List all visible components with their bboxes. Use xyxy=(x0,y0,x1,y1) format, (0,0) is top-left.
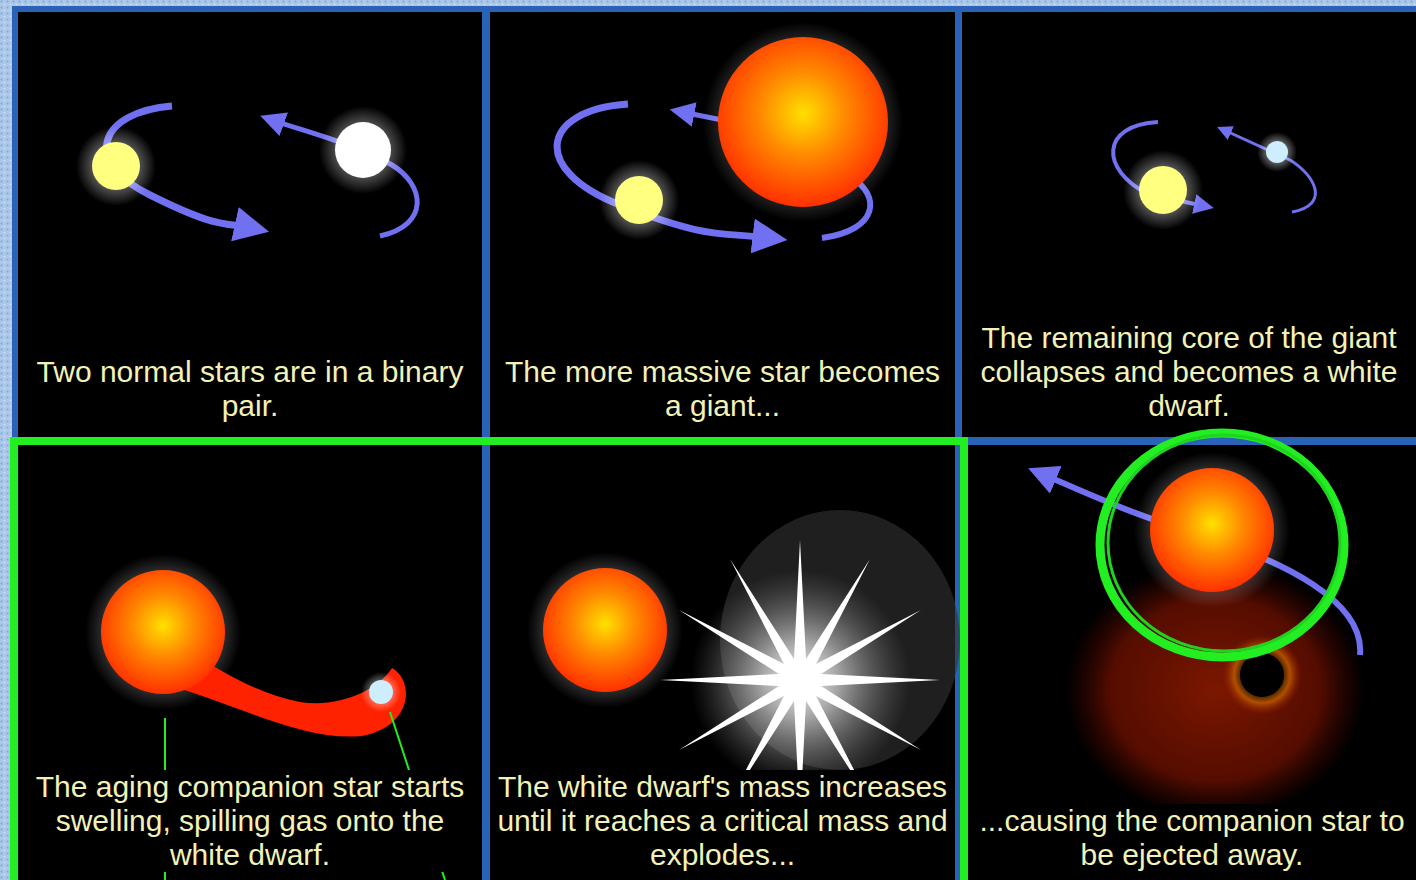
comic-panel: The white dwarf's mass increases until i… xyxy=(490,445,955,880)
comic-panel: ...causing the companion star to be ejec… xyxy=(968,445,1416,880)
panel-caption: The more massive star becomes a giant... xyxy=(495,355,950,423)
comic-panel: Two normal stars are in a binary pair. xyxy=(18,12,482,437)
panel-caption: The white dwarf's mass increases until i… xyxy=(495,770,950,872)
panel-caption: The remaining core of the giant collapse… xyxy=(967,321,1411,423)
comic-panel: The aging companion star starts swelling… xyxy=(18,445,482,880)
comic-panel: The remaining core of the giant collapse… xyxy=(962,12,1416,437)
panel-caption: The aging companion star starts swelling… xyxy=(23,770,477,872)
panel-caption: ...causing the companion star to be ejec… xyxy=(973,804,1411,872)
panel-caption: Two normal stars are in a binary pair. xyxy=(23,355,477,423)
comic-panel: The more massive star becomes a giant... xyxy=(490,12,955,437)
